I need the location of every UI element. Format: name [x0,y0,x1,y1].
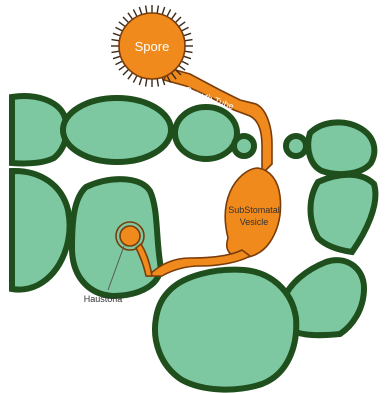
spore-spike [183,33,191,35]
substomatal-vesicle-label-line2: Vesicle [240,217,269,227]
spore-spike [113,56,121,58]
spore-spike [112,40,120,41]
spore-spike [146,6,147,14]
haustorium [120,226,140,246]
spore-spike [157,6,158,14]
spore-spike [146,79,147,87]
spore-spike [181,27,188,31]
mesophyll-cell [155,270,296,390]
mesophyll-cell [311,175,376,252]
epidermal-cell [308,122,374,174]
epidermal-cell [63,98,171,162]
spore-spike [133,9,137,16]
spore-spike [123,17,129,23]
spore-spike [175,17,181,23]
spore-spike [133,75,137,82]
epidermal-cell [12,96,67,163]
guard-cell [286,136,306,156]
spore-spike [123,69,129,75]
spore-spike [115,61,122,65]
spore-spike [119,65,125,70]
spore-spike [112,51,120,52]
spore-spike [167,9,171,16]
mesophyll-cell [12,171,70,290]
spore-spike [185,51,193,52]
spore-spike [115,27,122,31]
spore-spike [157,79,158,87]
mesophyll [12,171,375,390]
spore-spike [128,13,133,19]
substomatal-vesicle-label-line1: SubStomatal [228,205,280,215]
spore-spike [185,40,193,41]
spore-spike [139,7,141,15]
spore-spike [128,73,133,79]
spore-spike [181,61,188,65]
epidermal-cell [175,107,237,159]
spore-label: Spore [135,39,170,54]
spore-spike [162,7,164,15]
haustoria-label: Haustoria [84,294,123,304]
spore-spike [183,56,191,58]
spore-spike [171,13,176,19]
upper-epidermis [12,96,374,174]
spore-spike [113,33,121,35]
spore-spike [139,77,141,85]
spore-spike [119,22,125,27]
spore-spike [179,22,185,27]
spore-spike [179,65,185,70]
guard-cell [234,136,254,156]
